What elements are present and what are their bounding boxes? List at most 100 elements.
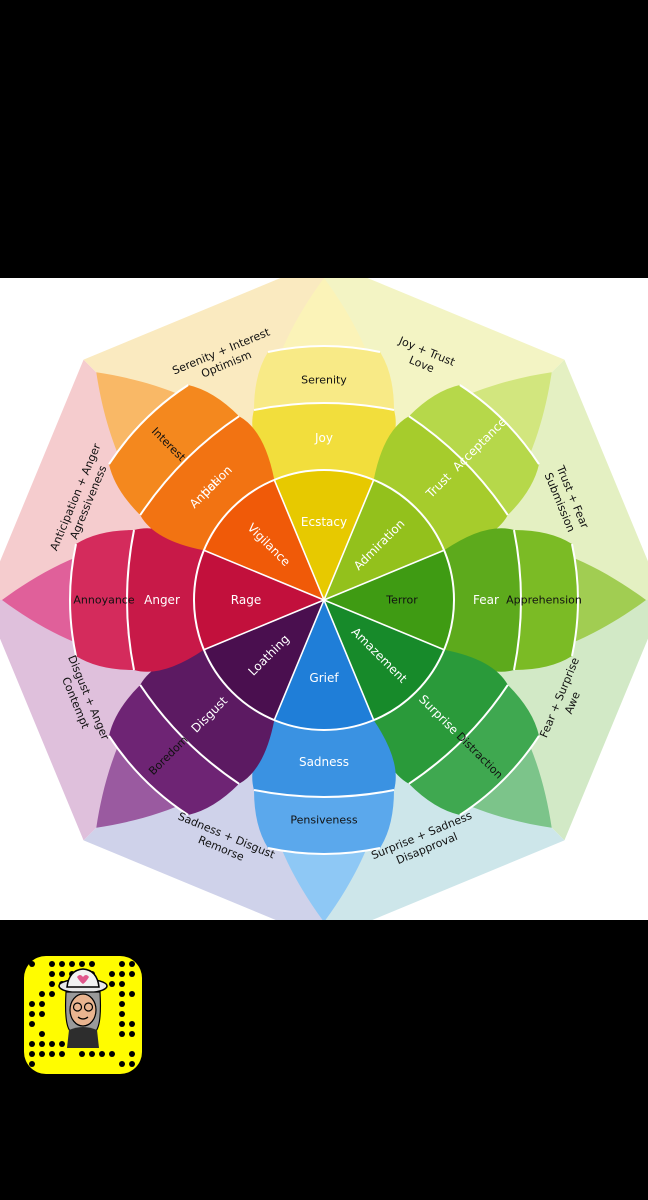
petal-core-surprise (324, 600, 445, 721)
core-separator (323, 479, 375, 601)
petal-outer-sadness (254, 790, 394, 854)
snapcode-dot (119, 1021, 125, 1027)
snapcode-dot (109, 981, 115, 987)
snapcode-dot (39, 1031, 45, 1037)
petal-divider (108, 384, 189, 465)
snapcode-dot (129, 1031, 135, 1037)
petal-divider (459, 384, 540, 465)
label-inner-joy: Ecstacy (301, 515, 347, 529)
petal-divider (459, 735, 540, 816)
snapcode-dot (129, 1021, 135, 1027)
snapcode-dot (109, 1051, 115, 1057)
label-middle-joy: Joy (314, 431, 333, 445)
snapcode-dot (49, 991, 55, 997)
snapcode-dot (129, 991, 135, 997)
petal-mid-anger (127, 528, 204, 672)
petal-core-anticipation (203, 479, 324, 600)
snapcode-dot (59, 1041, 65, 1047)
petal-joy (252, 278, 396, 600)
petal-anger (2, 528, 324, 672)
petal-divider (253, 789, 395, 798)
petal-divider (126, 529, 135, 671)
bitmoji-avatar-icon (56, 968, 110, 1048)
label-middle-anger: Anger (144, 593, 180, 607)
petal-divider (108, 735, 189, 816)
snapcode-dot (29, 1021, 35, 1027)
petal-divider (513, 529, 522, 671)
snapcode-dot (119, 971, 125, 977)
snapcode-dot (49, 971, 55, 977)
snapcode-dot (99, 1051, 105, 1057)
snapcode-dot (49, 1041, 55, 1047)
snapcode-dot (29, 1041, 35, 1047)
core-separator (273, 479, 325, 601)
snapcode-dot (49, 961, 55, 967)
snapcode-dot (39, 1001, 45, 1007)
petal-mid-joy (252, 403, 396, 480)
petal-divider (267, 847, 381, 855)
petal-divider (571, 543, 579, 657)
snapcode-dot (79, 961, 85, 967)
snapcode-dot (129, 961, 135, 967)
petal-outer-fear (514, 530, 578, 670)
snapcode-dot (119, 991, 125, 997)
label-middle-fear: Fear (473, 593, 499, 607)
snapcode-dot (119, 1011, 125, 1017)
snapcode-dot (79, 1051, 85, 1057)
snapcode-dot (39, 991, 45, 997)
snapcode-dot (89, 1051, 95, 1057)
snapcode-dot (129, 1051, 135, 1057)
petal-divider (139, 684, 240, 785)
snapcode-dot (59, 1051, 65, 1057)
petal-divider (253, 402, 395, 411)
label-outer-sadness: Pensiveness (290, 814, 358, 827)
petal-outer-trust (408, 385, 539, 516)
core-separator (323, 599, 375, 721)
snapcode-dot (129, 971, 135, 977)
petal-outer-anger (70, 530, 134, 670)
petal-mid-anticipation (140, 416, 275, 551)
snapcode-dot (49, 981, 55, 987)
core-separator (203, 599, 325, 651)
core-separator (273, 599, 325, 721)
emotion-wheel: EcstacyJoySerenityAdmirationTrustAccepta… (0, 278, 648, 920)
core-separator (323, 599, 445, 651)
label-inner-fear: Terror (385, 594, 418, 607)
snapcode-dot (119, 981, 125, 987)
core-ring (193, 469, 455, 731)
petal-core-joy (274, 470, 374, 600)
petal-surprise (324, 600, 552, 828)
petal-outer-anticipation (109, 385, 240, 516)
snapcode-dot (119, 1061, 125, 1067)
snapcode-dot (69, 961, 75, 967)
snapcode-dot (39, 1041, 45, 1047)
snapcode-dot (109, 971, 115, 977)
snapcode[interactable] (24, 956, 142, 1074)
petal-core-anger (194, 550, 324, 650)
label-outer-anger: Annoyance (73, 594, 134, 607)
snapcode-dot (129, 1061, 135, 1067)
petal-mid-disgust (140, 649, 275, 784)
snapcode-dot (119, 1031, 125, 1037)
petal-mid-trust (373, 416, 508, 551)
snapcode-dot (29, 961, 35, 967)
petal-core-sadness (274, 600, 374, 730)
snapcode-dot (39, 1051, 45, 1057)
snapcode-dot (39, 1011, 45, 1017)
petal-outer-disgust (109, 684, 240, 815)
petal-divider (69, 543, 77, 657)
petal-divider (267, 345, 381, 353)
petal-mid-surprise (373, 649, 508, 784)
petal-divider (139, 415, 240, 516)
snapcode-dot (29, 1011, 35, 1017)
petal-sadness (252, 600, 396, 920)
petal-outer-surprise (408, 684, 539, 815)
snapcode-dots (29, 961, 135, 1067)
snapcode-dot (89, 961, 95, 967)
snapcode-dot (29, 1051, 35, 1057)
snapcode-dot (119, 961, 125, 967)
petal-divider (408, 415, 509, 516)
label-middle-sadness: Sadness (299, 755, 349, 769)
core-separator (203, 549, 325, 601)
